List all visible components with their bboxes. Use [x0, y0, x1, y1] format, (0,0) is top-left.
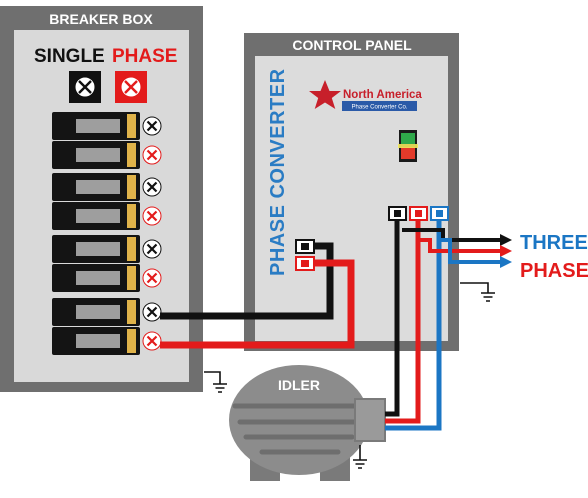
ground-icon [353, 445, 367, 469]
phase-label: PHASE [112, 46, 177, 67]
terminal-cross-icon [124, 80, 138, 94]
breaker-window [76, 209, 120, 223]
indicator-red-icon [401, 147, 415, 159]
breaker-tab [127, 204, 136, 228]
logo-banner [342, 101, 417, 111]
ground-symbols [204, 282, 495, 469]
breaker-column [52, 112, 162, 355]
breaker [52, 173, 162, 208]
breaker [52, 298, 162, 333]
breaker-tab [127, 300, 136, 324]
logo-line1: North America [343, 89, 422, 101]
breaker-tab [127, 266, 136, 290]
breaker-cross-icon [146, 272, 158, 284]
breaker-window [76, 271, 120, 285]
wire-red-output [418, 238, 502, 253]
input-terminal-red-core [301, 260, 309, 267]
ground-icon [460, 282, 495, 302]
breaker-tab [127, 329, 136, 353]
arrow-blue-icon [500, 256, 512, 268]
ground-icon [204, 371, 227, 393]
breaker-window [76, 242, 120, 256]
indicator-light [398, 130, 418, 162]
breaker-window [76, 119, 120, 133]
terminal-cross-icon [78, 80, 92, 94]
wire-black-output [402, 228, 502, 242]
wire-black-input [160, 242, 334, 320]
breaker-window [76, 305, 120, 319]
wire-blue-idler [385, 220, 442, 431]
three-label: THREE [520, 232, 588, 254]
logo-line2: Phase Converter Co. [351, 105, 407, 111]
breaker-cross-icon [146, 306, 158, 318]
breaker-box-title: BREAKER BOX [49, 11, 153, 27]
breaker-window [76, 148, 120, 162]
breaker-tab [127, 237, 136, 261]
breaker-cross-icon [146, 335, 158, 347]
wire-red-idler [385, 220, 421, 424]
breaker-box: BREAKER BOX SINGLE PHASE [0, 6, 203, 392]
wire-red-input [160, 259, 355, 349]
output-terminal-blue-core [436, 210, 443, 217]
breaker-window [76, 334, 120, 348]
breaker [52, 327, 162, 355]
motor-junction-box [354, 398, 386, 442]
indicator-glow [398, 144, 418, 148]
phase-converter-vertical-label: PHASE CONVERTER [267, 68, 289, 276]
breaker [52, 235, 162, 270]
single-label: SINGLE [34, 46, 105, 67]
control-panel-title: CONTROL PANEL [292, 37, 412, 53]
breaker [52, 141, 162, 169]
arrow-red-icon [500, 245, 512, 257]
breaker-cross-icon [146, 149, 158, 161]
arrow-black-icon [500, 234, 512, 246]
phase-output-label: PHASE [520, 260, 588, 282]
output-terminal-red-core [415, 210, 422, 217]
breaker [52, 264, 162, 292]
breaker-cross-icon [146, 181, 158, 193]
wires [160, 220, 502, 431]
idler-label: IDLER [278, 377, 320, 393]
breaker-window [76, 180, 120, 194]
breaker-tab [127, 175, 136, 199]
breaker-tab [127, 114, 136, 138]
breaker-tab [127, 143, 136, 167]
star-icon [309, 80, 341, 109]
output-terminal-black-core [394, 210, 401, 217]
north-america-logo: North America Phase Converter Co. [309, 80, 422, 111]
breaker-cross-icon [146, 210, 158, 222]
breaker-cross-icon [146, 243, 158, 255]
breaker [52, 202, 162, 230]
wire-black-idler [385, 220, 400, 417]
motor-cooling-fins [232, 403, 363, 455]
input-terminal-black-core [301, 243, 309, 250]
wire-blue-output [439, 238, 502, 264]
breaker-cross-icon [146, 120, 158, 132]
breaker [52, 112, 162, 147]
indicator-green-icon [401, 133, 415, 144]
